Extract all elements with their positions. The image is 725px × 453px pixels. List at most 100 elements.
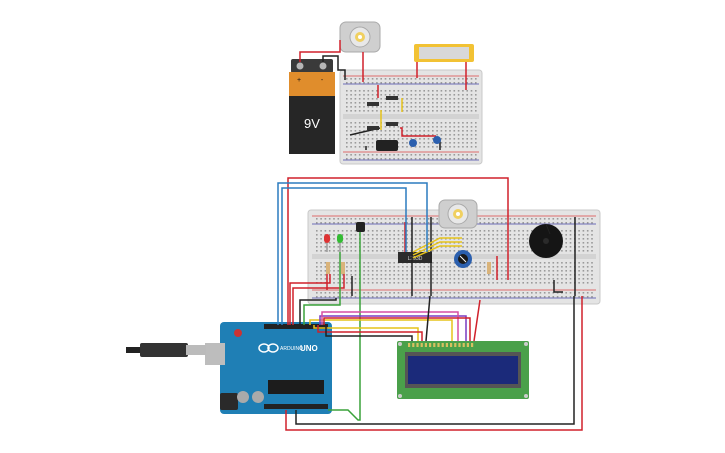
breadboard-hole	[436, 102, 438, 104]
breadboard-hole	[500, 274, 503, 276]
breadboard-hole	[427, 126, 430, 128]
breadboard-hole	[376, 158, 378, 160]
breadboard-hole	[363, 98, 365, 100]
breadboard-hole	[578, 218, 580, 220]
breadboard-hole	[479, 222, 481, 224]
breadboard-hole	[363, 270, 365, 272]
breadboard-hole	[586, 282, 589, 284]
breadboard-hole	[449, 90, 451, 92]
main-board-jumpers	[326, 217, 576, 296]
breadboard-hole	[586, 296, 589, 298]
arduino-uno[interactable]: ARDUINO UNO	[205, 322, 332, 414]
breadboard-hole	[402, 278, 404, 280]
breadboard-hole	[427, 106, 430, 108]
breadboard-hole	[354, 278, 357, 280]
breadboard-hole	[505, 234, 507, 236]
breadboard-hole	[384, 242, 387, 244]
battery-9v[interactable]: + - 9V	[289, 59, 335, 154]
slide-switch-top[interactable]	[414, 44, 474, 62]
breadboard-hole	[513, 296, 516, 298]
battery-plus-label: +	[297, 77, 301, 84]
breadboard-hole	[393, 218, 395, 220]
breadboard-hole	[475, 78, 477, 80]
breadboard-hole	[354, 250, 357, 252]
breadboard-hole	[393, 106, 395, 108]
breadboard-hole	[453, 122, 456, 124]
breadboard-hole	[333, 222, 335, 224]
breadboard-hole	[453, 238, 456, 240]
temperature-sensor[interactable]	[356, 222, 365, 232]
breadboard-hole	[578, 296, 580, 298]
breadboard-hole	[518, 296, 520, 298]
breadboard-hole	[518, 262, 520, 264]
breadboard-hole	[346, 130, 348, 132]
breadboard-hole	[380, 230, 383, 232]
breadboard-hole	[526, 292, 529, 294]
breadboard-hole	[522, 296, 524, 298]
breadboard-hole	[475, 130, 477, 132]
breadboard-hole	[346, 274, 348, 276]
breadboard-hole	[371, 296, 374, 298]
breadboard-hole	[483, 230, 486, 232]
breadboard-hole	[376, 98, 378, 100]
breadboard-hole	[440, 130, 443, 132]
breadboard-hole	[419, 234, 421, 236]
breadboard-hole	[316, 266, 318, 268]
breadboard-hole	[410, 134, 413, 136]
dc-motor-main[interactable]	[438, 199, 478, 229]
breadboard-hole	[479, 250, 481, 252]
breadboard-hole	[423, 106, 425, 108]
breadboard-hole	[457, 94, 460, 96]
breadboard-hole	[376, 106, 378, 108]
breadboard-hole	[466, 94, 468, 96]
breadboard-hole	[423, 102, 425, 104]
led-red[interactable]	[324, 234, 330, 252]
breadboard-hole	[475, 246, 477, 248]
breadboard-hole	[526, 222, 529, 224]
breadboard-hole	[453, 242, 456, 244]
breadboard-hole	[479, 234, 481, 236]
breadboard-hole	[449, 292, 451, 294]
led-green[interactable]	[337, 234, 343, 252]
breadboard-hole	[402, 266, 404, 268]
breadboard-hole	[531, 266, 533, 268]
lcd-pin	[462, 343, 465, 347]
breadboard-hole	[561, 274, 563, 276]
breadboard-hole	[328, 234, 331, 236]
breadboard-hole	[466, 282, 469, 284]
breadboard-hole	[427, 270, 430, 272]
potentiometer[interactable]	[454, 250, 472, 268]
piezo-buzzer[interactable]	[529, 223, 563, 258]
lcd-display[interactable]	[397, 341, 529, 399]
breadboard-hole	[354, 134, 357, 136]
breadboard-hole	[406, 130, 408, 132]
breadboard-hole	[419, 94, 421, 96]
breadboard-hole	[475, 270, 477, 272]
breadboard-hole	[393, 94, 395, 96]
breadboard-hole	[548, 266, 550, 268]
breadboard-hole	[393, 82, 395, 84]
breadboard-hole	[522, 270, 524, 272]
breadboard-hole	[518, 230, 520, 232]
dc-motor-top[interactable]	[339, 21, 381, 53]
breadboard-hole	[565, 266, 567, 268]
breadboard-hole	[475, 154, 477, 156]
breadboard-hole	[556, 296, 559, 298]
breadboard-hole	[367, 146, 370, 148]
breadboard-hole	[393, 154, 395, 156]
breadboard-hole	[401, 122, 404, 124]
breadboard-hole	[419, 106, 421, 108]
breadboard-hole	[436, 158, 438, 160]
breadboard-hole	[328, 250, 331, 252]
top-breadboard[interactable]	[339, 69, 483, 165]
breadboard-hole	[561, 266, 563, 268]
breadboard-hole	[341, 246, 344, 248]
breadboard-hole	[466, 250, 469, 252]
breadboard-hole	[320, 242, 322, 244]
breadboard-hole	[414, 238, 417, 240]
breadboard-hole	[380, 292, 383, 294]
breadboard-hole	[354, 78, 357, 80]
breadboard-hole	[316, 234, 318, 236]
usb-cable[interactable]	[126, 343, 206, 357]
breadboard-hole	[522, 218, 524, 220]
